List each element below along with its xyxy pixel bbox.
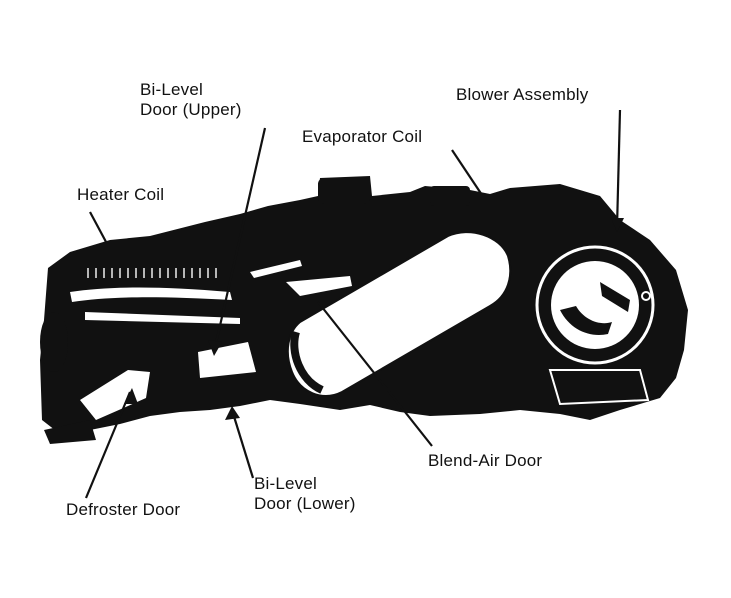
leader-blend	[317, 301, 433, 447]
arrow-heads	[124, 218, 624, 420]
label-bilevel-upper-line2: Door (Upper)	[140, 100, 242, 119]
blower-blades	[560, 306, 612, 335]
evaporator-coil	[286, 231, 512, 397]
label-bilevel-door-lower: Bi-Level Door (Lower)	[254, 474, 356, 514]
label-bilevel-upper-line1: Bi-Level	[140, 80, 204, 99]
heater-coil-band	[85, 312, 240, 324]
leader-heater	[89, 211, 121, 269]
blower-wheel	[551, 261, 639, 349]
label-bilevel-door-upper: Bi-Level Door (Upper)	[140, 80, 242, 120]
leader-blower	[615, 109, 622, 229]
top-duct-left	[318, 178, 370, 204]
leader-bilevel-upper	[212, 127, 267, 353]
heater-coil-fins	[87, 268, 217, 278]
top-duct-right	[430, 186, 470, 206]
label-bilevel-lower-line1: Bi-Level	[254, 474, 318, 493]
label-defroster-door: Defroster Door	[66, 500, 181, 519]
heater-coil-tube	[70, 287, 232, 302]
left-end-cap	[40, 312, 68, 372]
leader-evaporator	[451, 149, 501, 223]
label-blend-air-door: Blend-Air Door	[428, 451, 543, 470]
blower-hub	[641, 291, 651, 301]
blend-air-door-panel	[286, 276, 352, 296]
leader-defroster	[84, 391, 132, 499]
label-bilevel-lower-line2: Door (Lower)	[254, 494, 356, 513]
blower-outlet	[548, 369, 650, 406]
defroster-door-panel	[80, 370, 150, 420]
label-heater-coil: Heater Coil	[77, 185, 165, 204]
leader-lines	[84, 109, 622, 499]
label-blower-assembly: Blower Assembly	[456, 85, 589, 104]
leader-bilevel-lower	[230, 409, 255, 479]
label-evaporator-coil: Evaporator Coil	[302, 127, 423, 146]
